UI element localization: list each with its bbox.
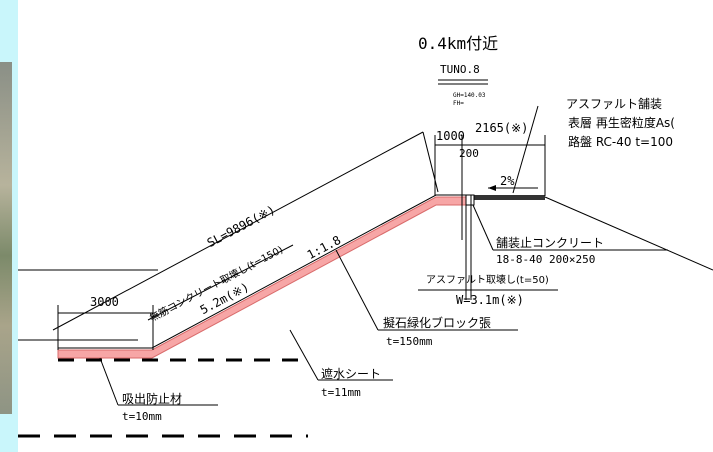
dim-2165: 2165(※) xyxy=(475,121,529,135)
gh-label: GH=140.03 xyxy=(453,92,486,99)
photo-strip xyxy=(0,62,12,414)
dim-3000: 3000 xyxy=(90,295,119,309)
asphalt-removal: アスファルト取壊し(t=50) xyxy=(426,275,549,286)
block-title: 擬石緑化ブロック張 xyxy=(383,316,492,330)
fh-label: FH= xyxy=(453,100,464,107)
width-dimension: W=3.1m(※) xyxy=(456,293,524,307)
pavement-title: アスファルト舗装 xyxy=(566,97,663,111)
asphalt-pavement xyxy=(471,195,545,200)
dim-1000: 1000 xyxy=(436,129,465,143)
curb-spec: 18-8-40 200×250 xyxy=(496,253,596,266)
dim-200: 200 xyxy=(459,147,479,160)
mat-thickness: t=10mm xyxy=(122,410,162,423)
pavement-surface: 表層 再生密粒度As( xyxy=(568,116,675,130)
slope-percent: 2% xyxy=(500,174,515,188)
sheet-title: 遮水シート xyxy=(321,367,382,381)
drawing-lines xyxy=(18,79,713,438)
pavement-base: 路盤 RC-40 t=100 xyxy=(568,135,674,149)
block-thickness: t=150mm xyxy=(386,335,433,348)
cross-section-drawing: 0.4km付近 TUNO.8 GH=140.03 FH= アスファルト舗装 表層… xyxy=(18,0,713,452)
mat-title: 吸出防止材 xyxy=(122,392,183,406)
curb-title: 舗装止コンクリート xyxy=(496,236,605,250)
section-label: TUNO.8 xyxy=(440,63,480,76)
location-title: 0.4km付近 xyxy=(418,34,499,53)
sheet-thickness: t=11mm xyxy=(321,386,361,399)
curb-block xyxy=(465,194,475,206)
